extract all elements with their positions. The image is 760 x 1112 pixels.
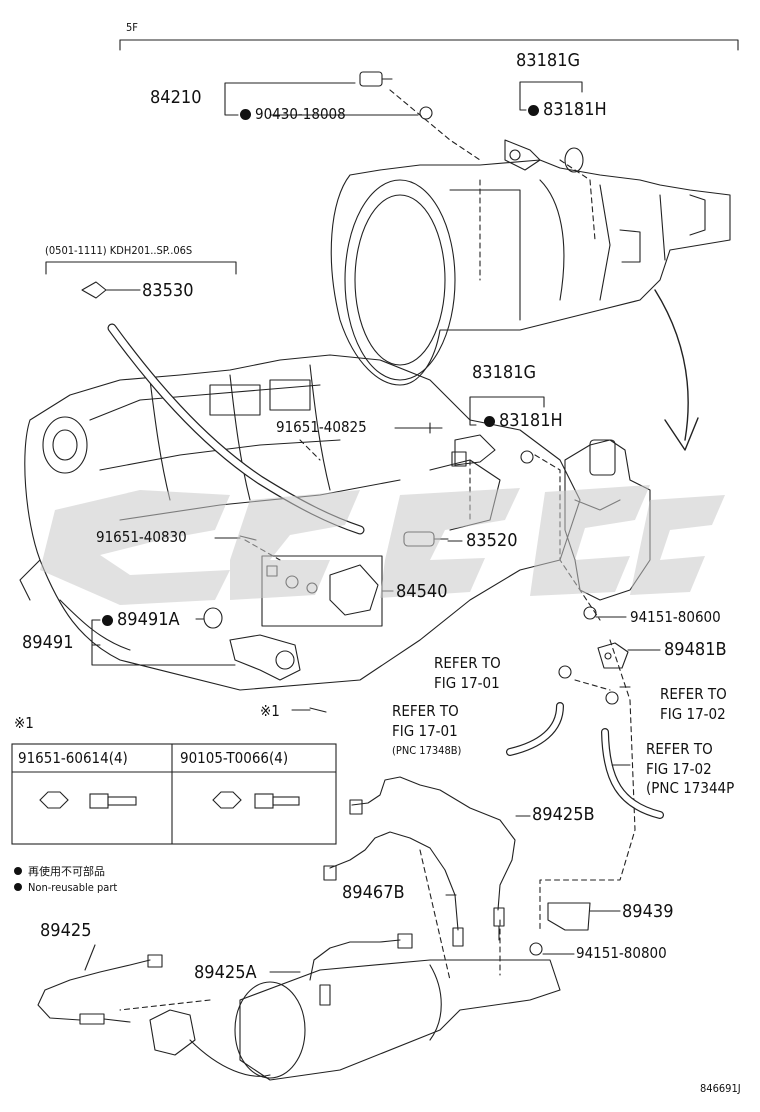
part-label-94151-80600[interactable]: 94151-80600: [630, 608, 721, 626]
sensor-89425-drawing: [37, 954, 163, 1025]
part-label-89467b[interactable]: 89467B: [342, 882, 405, 903]
nut-80800-drawing: [529, 942, 543, 956]
part-label-84210[interactable]: 84210: [150, 87, 202, 108]
sensor-83181g-top-drawing: [504, 139, 541, 171]
watermark-shapes: [40, 485, 725, 605]
refer-fig-17-02-a-line2[interactable]: FIG 17-02: [660, 705, 726, 723]
table-header-90105-t0066[interactable]: 90105-T0066(4): [180, 749, 289, 767]
refer-fig-17-01-b-line1[interactable]: REFER TO: [392, 702, 459, 720]
table-header-91651-60614[interactable]: 91651-60614(4): [18, 749, 128, 767]
transmission-drawing: [330, 159, 731, 386]
part-label-89439[interactable]: 89439: [622, 901, 674, 922]
oring-mid-drawing: [520, 450, 534, 464]
bolt-table: [11, 743, 337, 845]
legend-en: Non-reusable part: [14, 882, 117, 893]
part-label-89491[interactable]: 89491: [22, 632, 74, 653]
sensor-89467b-drawing: [323, 831, 464, 947]
part-label-89425a[interactable]: 89425A: [194, 962, 257, 983]
bracket-89439-drawing: [547, 902, 591, 931]
refer-fig-17-01-b-line2[interactable]: FIG 17-01: [392, 722, 458, 740]
part-label-89481b[interactable]: 89481B: [664, 639, 727, 660]
part-label-91651-40825[interactable]: 91651-40825: [276, 418, 367, 436]
non-reusable-mark: [240, 109, 251, 120]
part-label-89425[interactable]: 89425: [40, 920, 92, 941]
non-reusable-mark: [102, 615, 113, 626]
sensor-83181g-mid-drawing: [451, 434, 496, 467]
refer-fig-17-02-b-line2[interactable]: FIG 17-02: [646, 760, 712, 778]
sub-range-label: (0501-1111) KDH201..SP..06S: [45, 244, 193, 257]
bolt-40825-drawing: [427, 422, 443, 434]
part-label-84540[interactable]: 84540: [396, 581, 448, 602]
exhaust-drawing: [149, 959, 561, 1081]
note-mark-1: ※1: [14, 714, 34, 732]
sensor-89425b-drawing: [349, 776, 516, 941]
part-label-90430-18008[interactable]: 90430-18008: [240, 107, 346, 122]
oring-top-drawing: [564, 147, 584, 173]
part-label-83530[interactable]: 83530: [142, 280, 194, 301]
refer-fig-17-02-b-pnc: (PNC 17344P: [646, 779, 735, 797]
refer-fig-17-02-b-line1[interactable]: REFER TO: [646, 740, 713, 758]
non-reusable-mark: [14, 883, 22, 891]
refer-fig-17-02-a-line1[interactable]: REFER TO: [660, 685, 727, 703]
refer-fig-17-01-b-pnc: (PNC 17348B): [392, 744, 462, 757]
figure-code: 846691J: [700, 1082, 741, 1095]
sensor-89491-drawing: [229, 634, 301, 681]
part-label-89491a[interactable]: 89491A: [102, 611, 180, 629]
sensor-84210-drawing: [359, 71, 393, 87]
part-label-83181h-mid[interactable]: 83181H: [484, 412, 563, 430]
part-label-94151-80800[interactable]: 94151-80800: [576, 944, 667, 962]
nut-80600-drawing: [583, 606, 597, 620]
part-label-89425b[interactable]: 89425B: [532, 804, 595, 825]
non-reusable-mark: [484, 416, 495, 427]
part-label-83181h-top[interactable]: 83181H: [528, 101, 607, 119]
non-reusable-mark: [14, 867, 22, 875]
sensor-89425a-drawing: [309, 933, 413, 1006]
refer-fig-17-01-a-line1[interactable]: REFER TO: [434, 654, 501, 672]
part-label-91651-40830[interactable]: 91651-40830: [96, 528, 187, 546]
non-reusable-mark: [528, 105, 539, 116]
hose-end-1-drawing: [558, 665, 572, 679]
switch-83530-drawing: [81, 281, 121, 299]
hose-end-2-drawing: [605, 691, 619, 705]
legend-jp: 再使用不可部品: [14, 866, 105, 877]
part-label-83181g-top[interactable]: 83181G: [516, 50, 581, 71]
part-label-83181g-mid[interactable]: 83181G: [472, 362, 537, 383]
section-label: 5F: [126, 21, 138, 34]
washer-90430-drawing: [419, 106, 433, 120]
bolt-note-drawing: [309, 707, 327, 713]
vsv-89481b-drawing: [597, 642, 629, 669]
part-label-83520[interactable]: 83520: [466, 530, 518, 551]
oring-89491a-drawing: [203, 607, 223, 629]
note-mark-1-callout: ※1: [260, 702, 280, 720]
refer-fig-17-01-a-line2[interactable]: FIG 17-01: [434, 674, 500, 692]
